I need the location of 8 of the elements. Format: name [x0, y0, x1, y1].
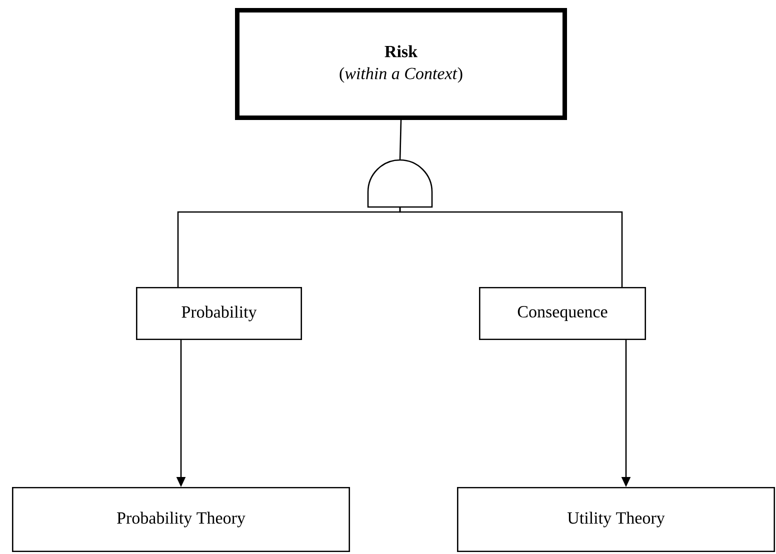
- concept-box: Consequence: [479, 287, 646, 340]
- connector: [399, 207, 623, 287]
- concept-box: Probability Theory: [12, 487, 350, 552]
- concept-box: Utility Theory: [457, 487, 775, 552]
- connector: [399, 120, 402, 160]
- and-gate: [367, 159, 433, 208]
- title-box: Risk (within a Context): [235, 8, 567, 120]
- concept-box: Probability: [136, 287, 302, 340]
